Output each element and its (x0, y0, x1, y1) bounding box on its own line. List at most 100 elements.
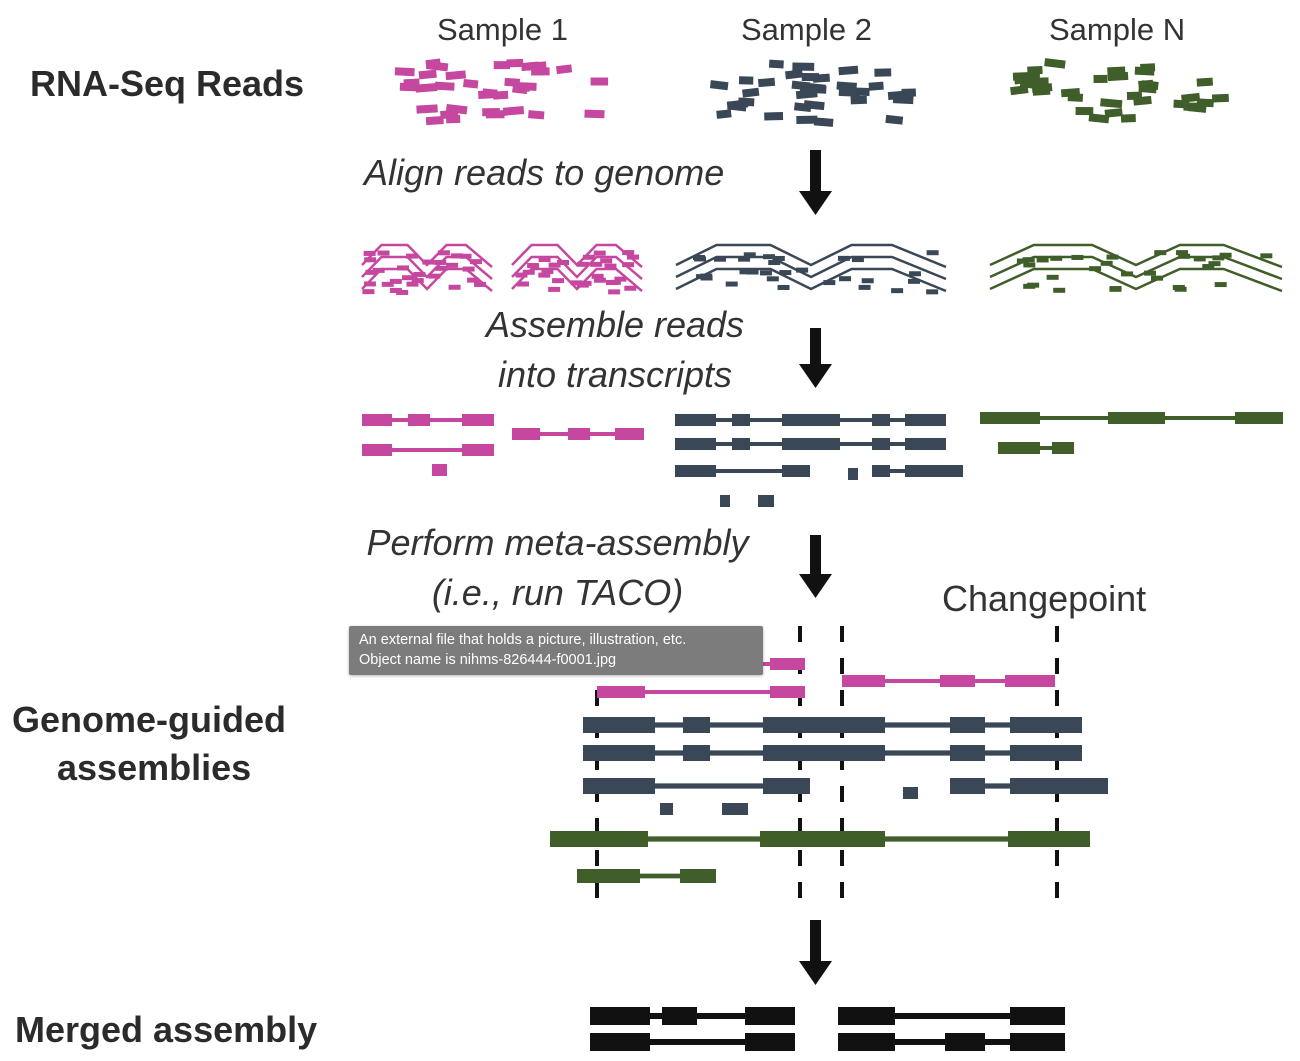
transcript (597, 686, 805, 698)
aligned-read (450, 253, 463, 259)
aligned-read (365, 269, 378, 275)
down-arrow-1 (810, 150, 821, 195)
read (434, 81, 455, 91)
exon (872, 465, 890, 477)
aligned-read (626, 254, 639, 260)
transcript (583, 745, 1082, 761)
genome-guided-label: Genome-guided (12, 699, 287, 740)
aligned-read (591, 273, 604, 279)
aligned-read (1109, 286, 1122, 292)
transcript (660, 803, 673, 815)
aligned-read (622, 262, 635, 268)
down-arrow-2 (810, 328, 821, 368)
reads-sample-1 (394, 58, 609, 126)
exon (782, 438, 840, 450)
aligned-read (522, 269, 535, 275)
exon (408, 414, 430, 426)
read (892, 95, 914, 105)
exon (1235, 412, 1283, 424)
read (445, 103, 468, 115)
aligned-read (381, 281, 394, 287)
exon (848, 468, 858, 480)
transcript (675, 438, 946, 450)
aligned-read (428, 273, 441, 279)
aligned-read (1071, 254, 1084, 260)
read (1044, 58, 1066, 69)
read (757, 77, 776, 88)
transcript (583, 717, 1082, 733)
transcript (583, 778, 810, 794)
aligned-read (768, 260, 781, 266)
aligned-read (851, 257, 864, 263)
read (796, 115, 818, 125)
merged-transcript (838, 1007, 1065, 1025)
exon (1108, 412, 1165, 424)
aligned-read (377, 250, 390, 256)
exon (1005, 675, 1055, 687)
aligned-read (1022, 257, 1035, 263)
aligned-read (608, 289, 621, 295)
read (1196, 98, 1214, 108)
exon (583, 778, 655, 794)
transcript (848, 468, 858, 480)
read (1104, 108, 1123, 118)
read (1133, 95, 1152, 106)
reads-sample-2 (709, 59, 916, 127)
meta-step-label: Perform meta-assembly (i.e., run TACO) (330, 518, 785, 619)
exon (950, 717, 985, 733)
read (1088, 113, 1110, 124)
aligned-read (469, 259, 482, 265)
transcript (872, 465, 963, 477)
aligned-read (759, 270, 772, 276)
exon (462, 444, 494, 456)
aligned-read (396, 265, 409, 271)
exon (872, 414, 890, 426)
down-arrow-4 (810, 920, 821, 965)
exon (680, 869, 716, 883)
aligned-read (1260, 253, 1273, 259)
aligned-read (389, 287, 402, 293)
aligned-read (743, 252, 756, 258)
aligned-read (413, 271, 426, 277)
read (1031, 83, 1053, 94)
aligned-read (1219, 252, 1232, 258)
read (1173, 99, 1190, 109)
read (792, 62, 815, 71)
changepoint-label: Changepoint (942, 578, 1147, 619)
read (1093, 74, 1108, 84)
sample-2-label: Sample 2 (741, 12, 872, 47)
exon (945, 1033, 985, 1051)
merged-transcript (590, 1007, 795, 1025)
transcript (432, 464, 447, 476)
aligned-read (1027, 282, 1040, 288)
read (446, 114, 461, 124)
read (1075, 107, 1094, 116)
aligned-read (517, 281, 530, 287)
aligned-read (777, 284, 790, 290)
transcript (512, 428, 644, 440)
aligned-read (763, 254, 776, 260)
exon (722, 803, 748, 815)
aligned-read (1208, 261, 1221, 267)
spliced-alignment (511, 243, 643, 268)
spliced-alignment (675, 267, 947, 293)
read (504, 77, 521, 87)
exon (838, 1007, 895, 1025)
exon (362, 414, 392, 426)
read (1120, 114, 1136, 123)
aligned-read (363, 250, 376, 256)
aligned-read (739, 269, 752, 275)
read (836, 81, 857, 91)
exon (675, 465, 716, 477)
exon (763, 745, 885, 761)
meta-step-line2: (i.e., run TACO) (431, 572, 684, 614)
exon (432, 464, 447, 476)
read (803, 100, 825, 111)
aligned-read (908, 278, 921, 284)
sample-n-label: Sample N (1049, 12, 1186, 47)
transcript (758, 495, 774, 507)
aligned-read (622, 250, 635, 256)
aligned-read (1121, 271, 1134, 277)
aligned-read (590, 261, 603, 267)
exon (683, 717, 710, 733)
